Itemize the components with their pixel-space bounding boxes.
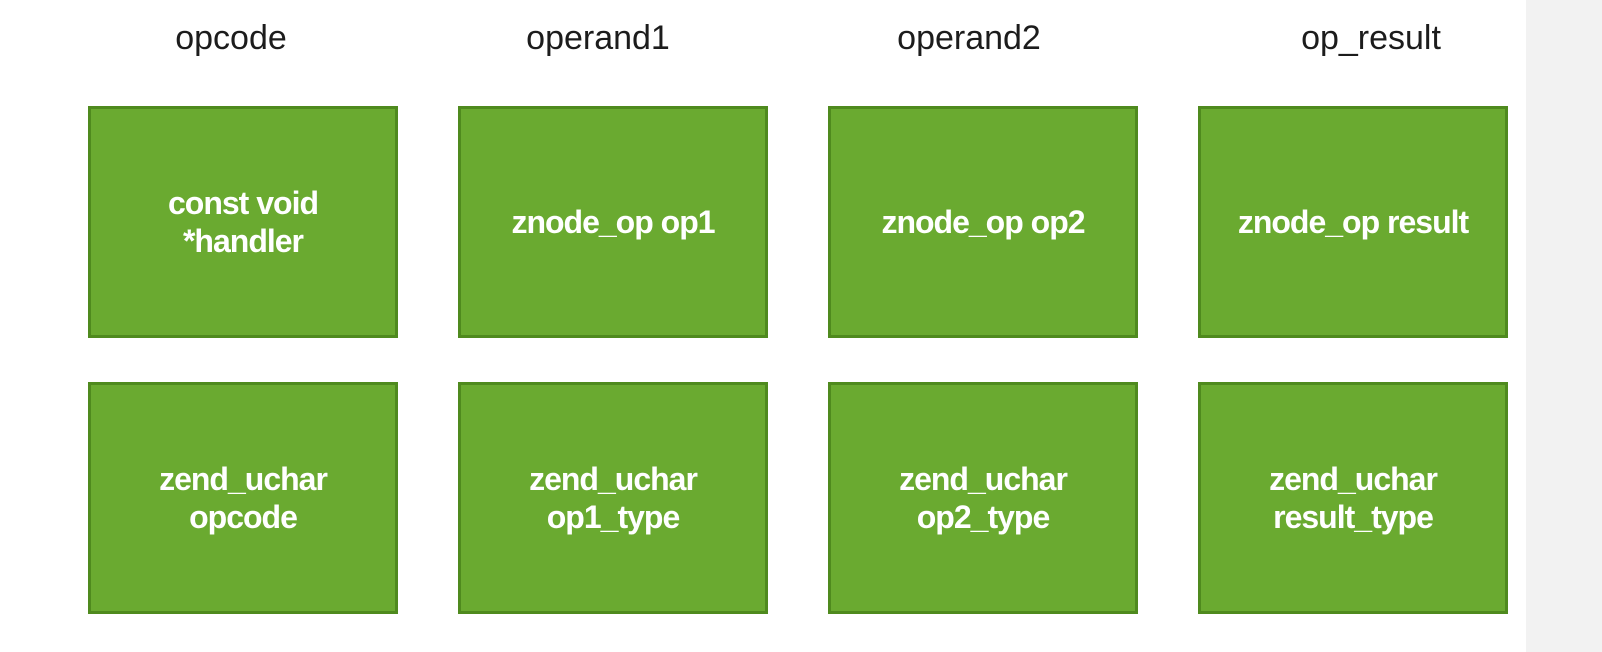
box-handler: const void *handler xyxy=(88,106,398,338)
diagram-canvas: opcode operand1 operand2 op_result const… xyxy=(0,0,1526,652)
column-header-operand1: operand1 xyxy=(526,19,670,57)
box-result-type: zend_uchar result_type xyxy=(1198,382,1508,614)
column-header-operand2: operand2 xyxy=(897,19,1041,57)
column-header-op-result: op_result xyxy=(1301,19,1441,57)
right-margin-strip xyxy=(1526,0,1602,652)
box-opcode: zend_uchar opcode xyxy=(88,382,398,614)
box-result: znode_op result xyxy=(1198,106,1508,338)
column-header-opcode: opcode xyxy=(175,19,287,57)
box-op2: znode_op op2 xyxy=(828,106,1138,338)
box-op1: znode_op op1 xyxy=(458,106,768,338)
box-op2-type: zend_uchar op2_type xyxy=(828,382,1138,614)
box-op1-type: zend_uchar op1_type xyxy=(458,382,768,614)
